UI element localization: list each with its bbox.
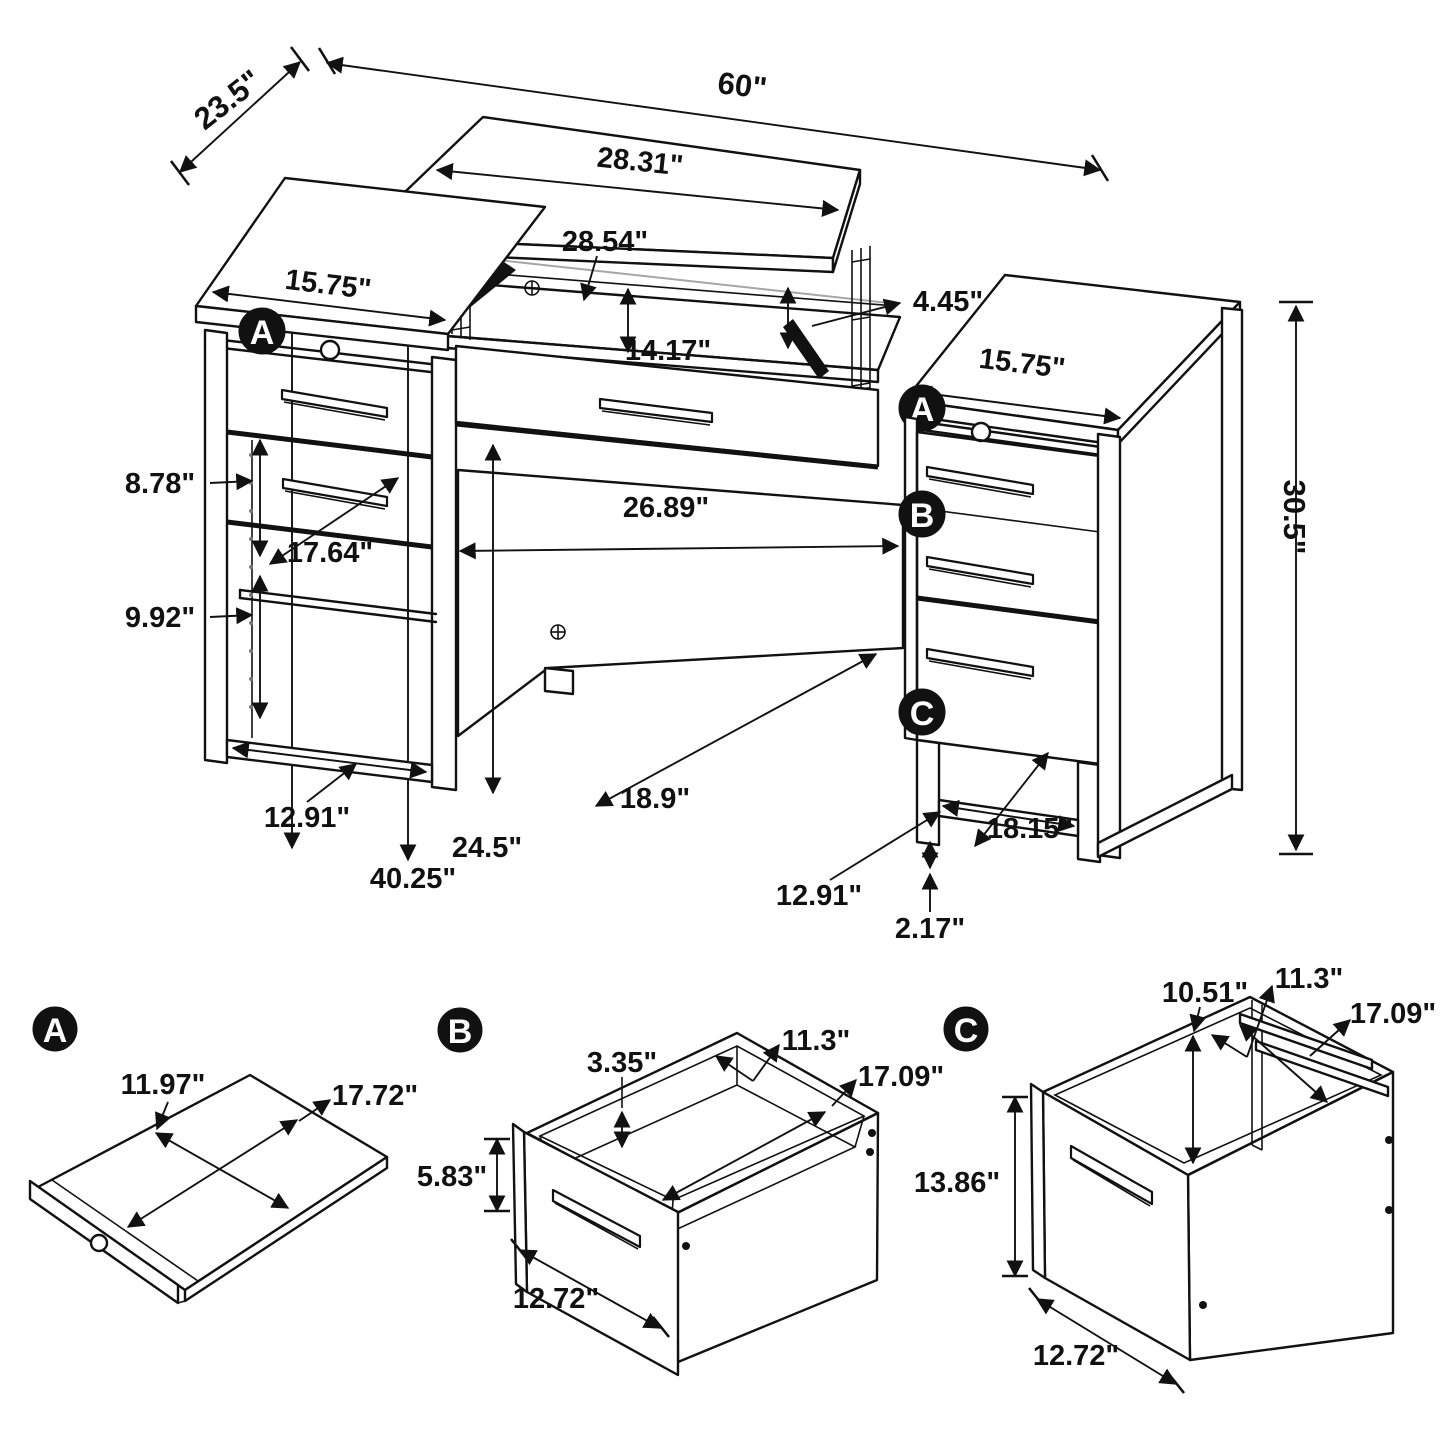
opening-height-label: 14.17" — [625, 335, 711, 367]
file-front-handle — [1069, 1144, 1154, 1206]
file-drawer-handle — [925, 647, 1035, 678]
left-pedestal-bottom-rail — [225, 738, 434, 784]
right-top-panel: 15.75" — [903, 273, 1242, 459]
overall-depth-label: 23.5" — [187, 63, 268, 137]
side-depth-dimension: 18.15" — [974, 751, 1073, 848]
upper-cubby-label: 8.78" — [125, 468, 195, 500]
lift-rise-label: 4.45" — [913, 286, 983, 318]
detail-view-file-drawer: C 13.86" 12.72" 10.51" — [914, 963, 1436, 1394]
left-pedestal-front-leg — [203, 328, 229, 765]
screw-icon — [550, 624, 566, 640]
left-drawer-handle — [280, 388, 389, 419]
tray-width-label: 17.72" — [332, 1080, 418, 1112]
svg-text:A: A — [43, 1012, 68, 1050]
left-base-width-dimension: 12.91" — [231, 741, 428, 834]
overall-depth-dimension: 23.5" — [169, 46, 311, 186]
svg-text:B: B — [910, 497, 935, 535]
drawer-inner-height-label: 3.35" — [587, 1047, 657, 1079]
knee-height-dimension: 24.5" — [452, 443, 522, 864]
file-inner-depth-dimension: 17.09" — [1238, 998, 1436, 1103]
drawer-width-dimension: 12.72" — [509, 1238, 671, 1338]
right-tray-knob — [970, 421, 992, 443]
detail-view-tray: A 11.97" 17.72" — [28, 1006, 418, 1305]
foot-height-label: 2.17" — [895, 913, 965, 945]
svg-text:A: A — [250, 314, 275, 352]
opening-height-dimension: 14.17" — [619, 287, 711, 367]
side-depth-label: 18.15" — [987, 813, 1073, 845]
overall-height-label: 30.5" — [1277, 479, 1312, 554]
drawer-front-face — [522, 1130, 680, 1377]
file-front-height-dimension: 13.86" — [914, 1095, 1028, 1278]
drawer-front-handle — [551, 1188, 642, 1249]
knee-depth-dimension: 18.9" — [594, 653, 878, 815]
drawer-front-height-label: 5.83" — [417, 1161, 487, 1193]
tray-knob — [89, 1233, 109, 1253]
svg-text:B: B — [448, 1013, 473, 1051]
drawer-inner-height-dimension: 3.35" — [587, 1047, 657, 1149]
file-front-face — [1041, 1090, 1192, 1362]
right-drawer2-handle — [925, 555, 1035, 586]
knee-height-label: 24.5" — [452, 832, 522, 864]
foot-height-dimension: 2.17" — [895, 840, 965, 945]
right-base-width-label: 12.91" — [776, 880, 862, 912]
center-foot — [543, 666, 575, 696]
svg-text:C: C — [910, 695, 935, 733]
left-base-width-label: 12.91" — [264, 802, 350, 834]
right-end-frame — [1096, 306, 1244, 860]
knee-width-label: 26.89" — [623, 492, 709, 524]
overall-height-dimension: 30.5" — [1277, 300, 1313, 856]
detail-view-drawer: B 5.83" 12.72" 3.35" — [417, 1007, 944, 1377]
lower-cubby-label: 9.92" — [125, 602, 195, 634]
knee-width-dimension: 26.89" — [458, 492, 900, 560]
right-pedestal-left-leg — [915, 738, 941, 847]
center-drawer-handle — [598, 397, 714, 424]
shelf-depth-label: 17.64" — [287, 537, 373, 569]
file-width-dimension: 12.72" — [1027, 1287, 1186, 1394]
lift-rise-dimension: 4.45" — [779, 286, 983, 350]
overall-width-label: 60" — [716, 65, 769, 106]
right-pedestal-right-leg — [1076, 760, 1102, 864]
drawer-inner-depth-dimension: 17.09" — [661, 1061, 944, 1201]
right-drawer-badge: B — [898, 490, 946, 538]
file-inner-depth-label: 17.09" — [1350, 998, 1436, 1030]
open-total-height-label: 40.25" — [370, 863, 456, 895]
left-drawer2-handle — [281, 477, 389, 508]
overall-width-dimension: 60" — [317, 47, 1110, 182]
desk-front-right-leg — [1096, 432, 1122, 860]
screw-icon — [524, 280, 540, 296]
drawer-inner-width-label: 11.3" — [782, 1025, 851, 1057]
left-pedestal-right-leg — [430, 355, 458, 792]
file-front-height-label: 13.86" — [914, 1167, 1000, 1199]
drawer-width-label: 12.72" — [513, 1283, 599, 1315]
center-section — [454, 344, 905, 738]
left-tray-knob — [319, 339, 341, 361]
right-file-badge: C — [898, 688, 946, 736]
drawer-inner-width-dimension: 11.3" — [714, 1025, 851, 1082]
lower-cubby-dimension: 9.92" — [125, 574, 269, 720]
upper-cubby-dimension: 8.78" — [125, 438, 269, 558]
left-tray-badge: A — [238, 307, 286, 355]
opening-width-dimension: 28.54" — [562, 226, 648, 302]
file-inner-height-dimension: 10.51" — [1162, 977, 1248, 1165]
file-width-label: 12.72" — [1033, 1340, 1119, 1372]
knee-depth-label: 18.9" — [620, 783, 690, 815]
drawer-inner-depth-label: 17.09" — [858, 1061, 944, 1093]
right-base-width-dimension: 12.91" — [776, 799, 1076, 912]
shelf-depth-dimension: 17.64" — [268, 477, 400, 569]
tray-depth-label: 11.97" — [121, 1069, 206, 1101]
file-inner-height-label: 10.51" — [1162, 977, 1248, 1009]
right-pedestal — [903, 415, 1102, 864]
desk-back-right-leg — [1220, 306, 1244, 792]
opening-width-label: 28.54" — [562, 226, 648, 258]
svg-text:C: C — [954, 1012, 979, 1050]
drawer-front-height-dimension: 5.83" — [417, 1137, 510, 1213]
lift-arm-right — [783, 319, 829, 379]
right-side-rail — [1096, 773, 1234, 859]
left-top-panel: 15.75" — [194, 176, 547, 376]
right-drawer1-handle — [925, 465, 1035, 496]
file-inner-width-label: 11.3" — [1275, 963, 1344, 995]
